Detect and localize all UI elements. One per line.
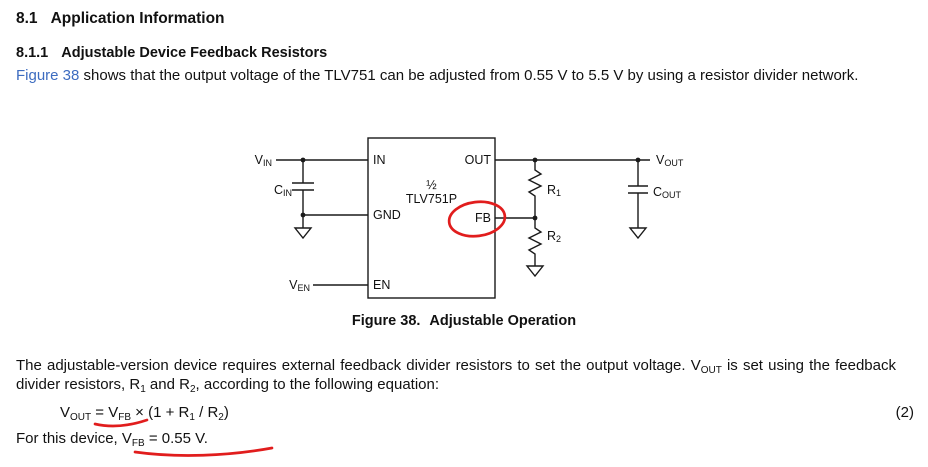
pin-label-in: IN	[373, 153, 386, 167]
vout-label: VOUT	[656, 153, 684, 168]
r1-label: R1	[547, 183, 562, 198]
circuit-diagram	[276, 137, 650, 299]
red-underline-vfb-value	[133, 446, 274, 457]
ground-symbol-cin	[293, 227, 313, 240]
circuit-wires	[276, 137, 650, 299]
ground-symbol-r2	[525, 265, 545, 278]
pin-label-fb: FB	[475, 211, 491, 225]
figure-caption-title: Adjustable Operation	[429, 313, 577, 329]
equation-number: (2)	[895, 404, 914, 421]
node-dot	[635, 157, 641, 163]
ven-label: VEN	[289, 278, 310, 293]
closing-sentence: For this device, VFB = 0.55 V.	[16, 430, 208, 449]
body-paragraph: The adjustable-version device requires e…	[16, 357, 896, 395]
cout-label: COUT	[653, 185, 682, 200]
ground-symbol-cout	[628, 227, 648, 240]
figure-caption-number: Figure 38.	[351, 313, 421, 329]
intro-text: shows that the output voltage of the TLV…	[79, 67, 859, 84]
section-heading: 8.1 Application Information	[16, 10, 225, 28]
figure-38-link[interactable]: Figure 38	[16, 67, 80, 84]
section-title: Application Information	[50, 10, 225, 27]
pin-label-en: EN	[373, 278, 391, 292]
equation-2: VOUT = VFB × (1 + R1 / R2)	[60, 404, 229, 423]
junction-dots	[300, 157, 641, 221]
node-dot	[532, 215, 538, 221]
ic-fraction-label: ½	[426, 178, 437, 192]
intro-paragraph: Figure 38 shows that the output voltage …	[16, 66, 896, 85]
cin-label: CIN	[273, 183, 292, 198]
r2-label: R2	[547, 229, 562, 244]
vin-label: VIN	[254, 153, 272, 168]
pin-label-out: OUT	[464, 153, 491, 167]
subsection-number: 8.1.1	[16, 45, 49, 61]
section-number: 8.1	[16, 10, 38, 27]
subsection-heading: 8.1.1 Adjustable Device Feedback Resistor…	[16, 45, 327, 61]
pin-label-gnd: GND	[373, 208, 401, 222]
resistor-r2	[527, 218, 543, 266]
subsection-title: Adjustable Device Feedback Resistors	[61, 45, 328, 61]
resistor-r1	[527, 160, 543, 218]
ic-name-label: TLV751P	[405, 192, 458, 206]
node-dot	[532, 157, 538, 163]
node-dot	[300, 212, 306, 218]
figure-caption: Figure 38. Adjustable Operation	[0, 313, 928, 329]
node-dot	[300, 157, 306, 163]
